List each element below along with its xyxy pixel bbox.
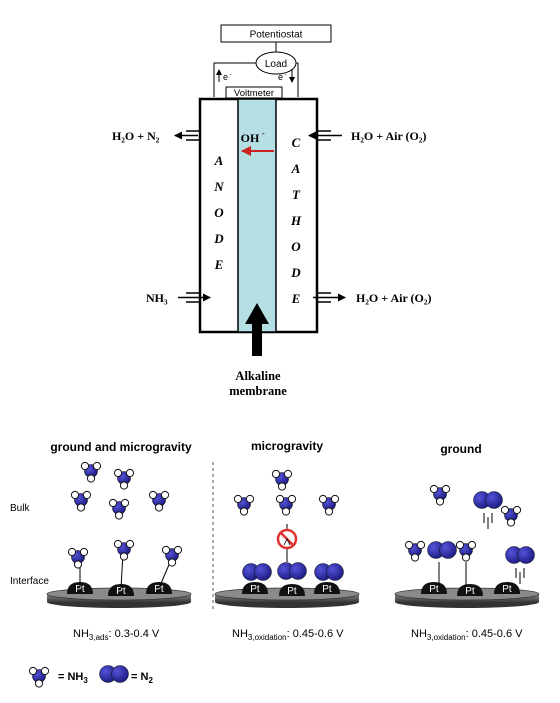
n2-molecule xyxy=(473,491,503,509)
membrane-label-line1: Alkaline xyxy=(235,369,281,383)
svg-text:N: N xyxy=(213,179,224,194)
legend-n2-label: = N2 xyxy=(131,671,153,685)
cathode-inlet-port xyxy=(308,130,342,141)
svg-text:-: - xyxy=(230,72,232,78)
cathode-inlet-label: H₂O + Air (O₂) xyxy=(351,129,426,143)
svg-text:Pt: Pt xyxy=(250,584,260,595)
pt-site-6: Pt xyxy=(314,582,340,595)
electrode-plates: Pt Pt Pt Pt Pt Pt Pt Pt Pt xyxy=(46,582,540,608)
nh3-molecule xyxy=(318,494,340,516)
svg-text:O: O xyxy=(214,205,224,220)
circuit-wire-left xyxy=(213,62,256,97)
n2-molecule xyxy=(277,562,307,580)
svg-text:C: C xyxy=(292,135,301,150)
svg-text:Pt: Pt xyxy=(502,584,512,595)
hydroxide-label: OH xyxy=(241,131,260,145)
nh3-molecule xyxy=(275,494,297,516)
n2-molecule xyxy=(242,563,272,581)
nh3-molecule xyxy=(70,490,92,512)
panel-title-ground-and-microgravity: ground and microgravity xyxy=(50,440,192,454)
release-marks xyxy=(483,513,493,529)
electron-right: e xyxy=(278,72,283,82)
nh3-molecule xyxy=(113,539,135,561)
panel-title-microgravity: microgravity xyxy=(251,439,323,453)
nh3-molecule xyxy=(271,469,293,491)
svg-text:E: E xyxy=(214,257,224,272)
legend: = NH3 = N2 xyxy=(58,671,153,685)
svg-text:O: O xyxy=(291,239,301,254)
anode-inlet-label: NH₃ xyxy=(146,291,168,305)
anode-inlet-port xyxy=(178,292,211,303)
nh3-molecule xyxy=(113,468,135,490)
pt-site-4: Pt xyxy=(242,582,268,595)
nh3-molecule xyxy=(148,490,170,512)
n2-molecule xyxy=(314,563,344,581)
nh3-molecule xyxy=(455,540,477,562)
nh3-molecule xyxy=(161,545,183,567)
legend-n2-icon xyxy=(99,665,129,683)
caption-ground-and-microgravity: NH3,ads: 0.3-0.4 V xyxy=(73,628,160,642)
svg-text:Pt: Pt xyxy=(465,586,475,597)
anode-outlet-label: H₂O + N₂ xyxy=(112,129,160,143)
nh3-molecule xyxy=(429,484,451,506)
svg-text:Pt: Pt xyxy=(75,584,85,595)
pt-site-5: Pt xyxy=(279,584,305,597)
svg-text:-: - xyxy=(262,129,265,138)
svg-text:D: D xyxy=(213,231,224,246)
svg-text:A: A xyxy=(291,161,301,176)
svg-text:D: D xyxy=(290,265,301,280)
prohibition-icon xyxy=(276,524,298,562)
nh3-molecule xyxy=(80,461,102,483)
anode-outlet-port xyxy=(174,130,200,141)
pt-site-3: Pt xyxy=(146,582,172,595)
cathode-outlet-label: H₂O + Air (O₂) xyxy=(356,291,431,305)
pt-site-8: Pt xyxy=(457,584,483,597)
panel-title-ground: ground xyxy=(440,442,481,456)
nh3-molecule xyxy=(67,547,89,569)
load-label: Load xyxy=(265,59,287,70)
cathode-outlet-port xyxy=(313,292,346,303)
svg-text:Pt: Pt xyxy=(116,586,126,597)
voltmeter-label: Voltmeter xyxy=(234,88,274,99)
svg-text:Pt: Pt xyxy=(154,584,164,595)
svg-text:-: - xyxy=(285,72,287,78)
molecules xyxy=(28,461,535,688)
membrane-arrow xyxy=(245,303,269,356)
n2-molecule xyxy=(427,541,457,559)
release-marks xyxy=(515,568,525,584)
nh3-molecule xyxy=(233,494,255,516)
legend-nh3-icon xyxy=(28,666,50,688)
svg-text:Pt: Pt xyxy=(322,584,332,595)
caption-ground: NH3,oxidation: 0.45-0.6 V xyxy=(411,628,523,642)
pt-site-9: Pt xyxy=(494,582,520,595)
n2-molecule xyxy=(505,546,535,564)
svg-text:E: E xyxy=(291,291,301,306)
caption-microgravity: NH3,oxidation: 0.45-0.6 V xyxy=(232,628,344,642)
electron-left: e xyxy=(223,72,228,82)
row-label-bulk: Bulk xyxy=(10,503,30,514)
nh3-molecule xyxy=(108,498,130,520)
svg-text:A: A xyxy=(214,153,224,168)
svg-text:Pt: Pt xyxy=(287,586,297,597)
svg-text:T: T xyxy=(292,187,301,202)
nh3-molecule xyxy=(404,540,426,562)
pt-site-7: Pt xyxy=(421,582,447,595)
row-label-interface: Interface xyxy=(10,576,49,587)
circuit-wire-right xyxy=(296,62,299,97)
nh3-molecule xyxy=(500,505,522,527)
anode-label: A N O D E xyxy=(213,153,224,272)
fuel-cell-diagram: Potentiostat Load e - e - Voltmeter OH -… xyxy=(112,24,431,398)
membrane-label-line2: membrane xyxy=(229,384,287,398)
cathode-label: C A T H O D E xyxy=(290,135,302,306)
pt-site-2: Pt xyxy=(108,584,134,597)
potentiostat-label: Potentiostat xyxy=(250,30,303,41)
legend-nh3-label: = NH3 xyxy=(58,671,88,685)
svg-text:H: H xyxy=(290,213,302,228)
svg-text:Pt: Pt xyxy=(429,584,439,595)
